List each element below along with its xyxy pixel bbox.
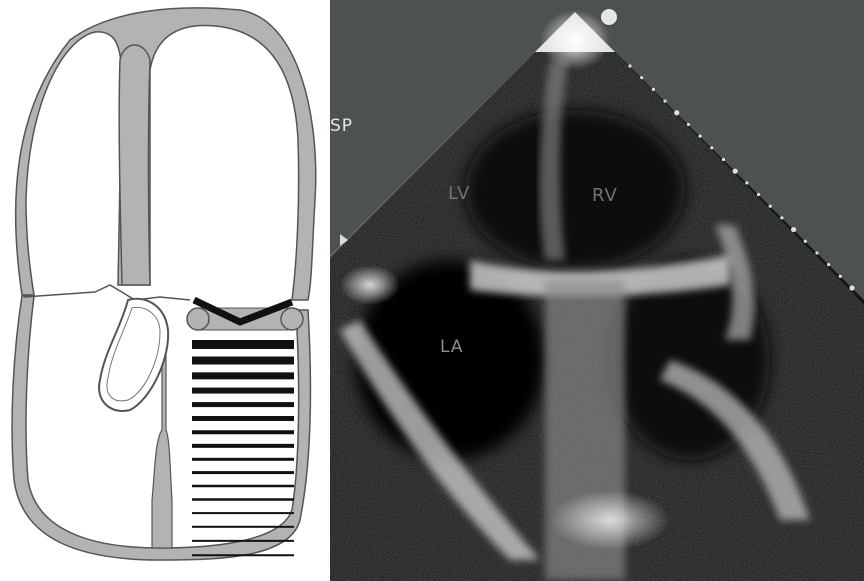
depth-dot	[687, 123, 690, 126]
stripe	[192, 554, 294, 556]
ultrasound-render	[330, 0, 864, 581]
orientation-marker	[601, 9, 617, 25]
ventricle-outer-wall	[16, 8, 316, 300]
depth-dot	[710, 146, 713, 149]
depth-dot	[849, 285, 854, 290]
depth-dot	[652, 88, 655, 91]
depth-dot	[815, 251, 818, 254]
stripe	[192, 458, 294, 461]
annulus-right-node	[281, 308, 303, 330]
av-plane-line	[24, 285, 190, 300]
depth-dot	[663, 99, 666, 102]
depth-dot	[628, 64, 631, 67]
stripe	[192, 540, 294, 542]
depth-dot	[640, 76, 643, 79]
interventricular-septum	[119, 45, 150, 285]
stripe	[192, 340, 294, 349]
stripe	[192, 498, 294, 501]
depth-dot	[804, 240, 807, 243]
stripe	[192, 526, 294, 528]
lv-label: LV	[448, 183, 470, 204]
depth-dot	[674, 110, 679, 115]
stripe	[192, 372, 294, 379]
stripe	[192, 430, 294, 434]
stripe	[192, 357, 294, 365]
annulus-left-node	[187, 308, 209, 330]
depth-dot	[745, 181, 748, 184]
depth-dot	[791, 227, 796, 232]
stripe-pattern	[192, 340, 294, 556]
depth-dot	[699, 135, 702, 138]
stripe	[192, 512, 294, 514]
depth-dot	[827, 263, 830, 266]
depth-dot	[757, 193, 760, 196]
depth-dot	[780, 216, 783, 219]
depth-dot	[769, 205, 772, 208]
depth-dot	[733, 169, 738, 174]
heart-schematic-diagram	[0, 0, 330, 581]
stripe	[192, 402, 294, 407]
echocardiogram-image: SP LV RV LA	[330, 0, 864, 581]
stripe	[192, 388, 294, 394]
stripe	[192, 444, 294, 448]
depth-dot	[839, 275, 842, 278]
stripe	[192, 471, 294, 474]
stripe	[192, 416, 294, 421]
depth-dot	[722, 158, 725, 161]
rv-label: RV	[592, 185, 618, 206]
la-label: LA	[440, 337, 464, 357]
stripe	[192, 485, 294, 488]
view-label: SP	[330, 116, 353, 136]
